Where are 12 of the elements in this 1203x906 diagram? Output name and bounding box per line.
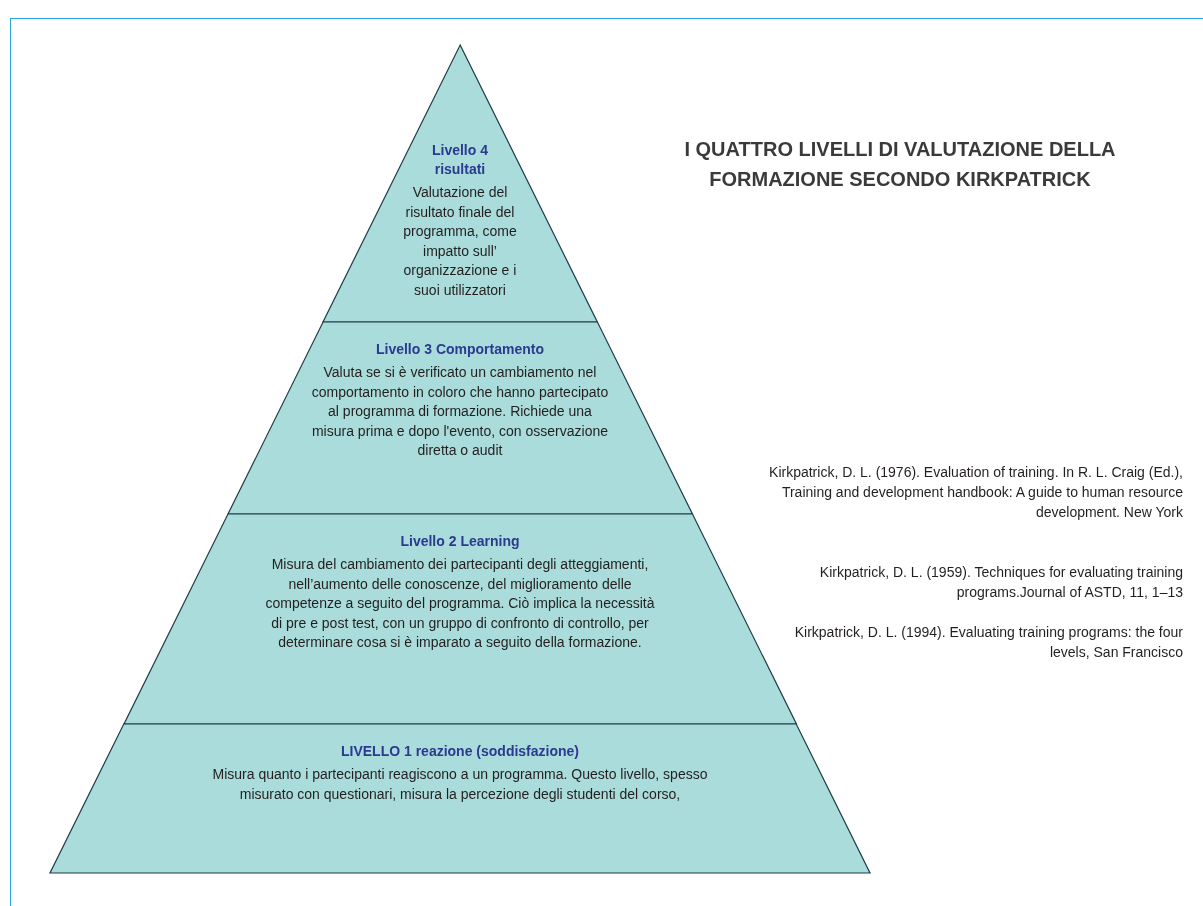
level-description: Misura del cambiamento dei partecipanti degli atteggiamenti, nell’aumento delle conoscenze, del miglioramento delle competenze a seguito del programma. Ciò implica la necessità di pre e post test, con un gruppo di confronto di controllo, per determinare cosa si è imparato a seguito della formazione. (264, 555, 656, 652)
level-heading: Livello 2 Learning (399, 532, 521, 551)
diagram-title: I QUATTRO LIVELLI DI VALUTAZIONE DELLA FORMAZIONE SECONDO KIRKPATRICK (683, 137, 1117, 192)
level-description: Valuta se si è verificato un cambiamento nel comportamento in coloro che hanno partecipato al programma di formazione. Richiede una misura prima e dopo l'evento, con osservazione diretta o audit (310, 363, 610, 460)
reference-text: Kirkpatrick, D. L. (1976). Evaluation of training. In R. L. Craig (Ed.), Training and development handbook: A guide to human resource development. New York (768, 463, 1183, 522)
level-description: Valutazione del risultato finale del programma, come impatto sull’ organizzazione e i suoi utilizzatori (402, 183, 518, 300)
reference-text: Kirkpatrick, D. L. (1959). Techniques for evaluating training programs.Journal of ASTD, 11, 1–13 (818, 563, 1183, 602)
reference-text: Kirkpatrick, D. L. (1994). Evaluating training programs: the four levels, San Francisco (793, 623, 1183, 662)
level-heading: Livello 3 Comportamento (374, 340, 545, 359)
level-heading: LIVELLO 1 reazione (soddisfazione) (339, 742, 580, 761)
level-heading: Livello 4 risultati (430, 141, 489, 179)
level-description: Misura quanto i partecipanti reagiscono a un programma. Questo livello, spesso misurato con questionari, misura la percezione degli studenti del corso, (211, 765, 709, 804)
